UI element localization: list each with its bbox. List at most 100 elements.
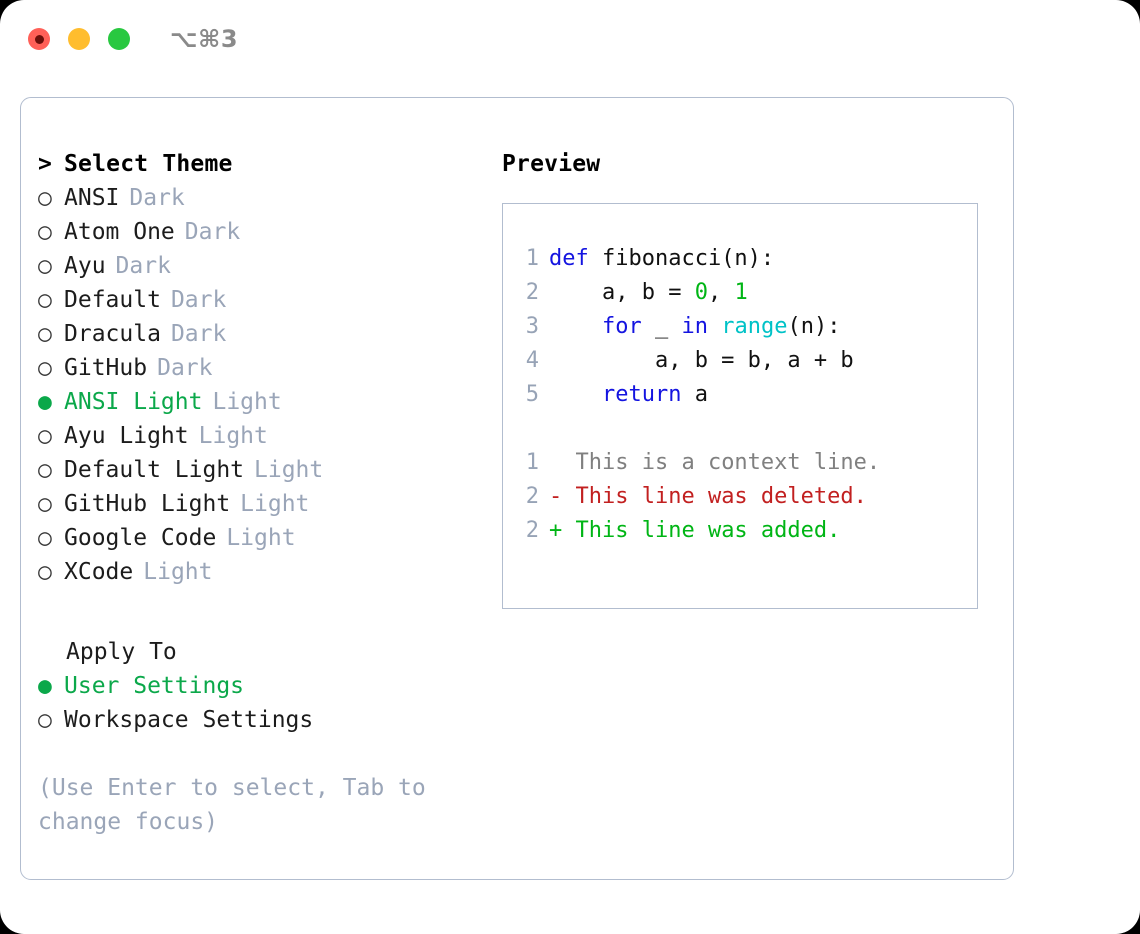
theme-name: GitHub Light [64,491,231,517]
radio-empty-icon[interactable]: ○ [38,423,52,449]
theme-list-item[interactable]: ○ Ayu Light Light [38,419,478,453]
theme-name: Dracula [64,321,161,347]
theme-list-item[interactable]: ○ Default Dark [38,283,478,317]
code-line: 3 for _ in range(n): [503,310,977,344]
code-token [549,382,602,407]
apply-to-list: ● User Settings ○ Workspace Settings [38,669,478,737]
code-token: 0 [694,280,708,305]
line-number: 4 [525,348,539,373]
theme-variant-tag: Dark [129,185,185,211]
minimize-button[interactable] [68,28,90,50]
line-number: 2 [525,484,539,509]
code-token: return [601,382,682,407]
line-number: 1 [525,246,539,271]
theme-name: ANSI [64,185,120,211]
theme-variant-tag: Light [254,457,324,483]
code-line: 4 a, b = b, a + b [503,344,977,378]
diff-line: 2+ This line was added. [503,514,977,548]
theme-name: ANSI Light [64,389,203,415]
theme-list-item[interactable]: ○ Default Light Light [38,453,478,487]
code-token: 1 [734,280,748,305]
hint-spacer [38,737,478,771]
theme-variant-tag: Light [198,423,268,449]
maximize-button[interactable] [108,28,130,50]
line-number: 2 [525,518,539,543]
theme-variant-tag: Dark [115,253,171,279]
preview-title: Preview [502,151,601,177]
radio-empty-icon[interactable]: ○ [38,355,52,381]
theme-name: Google Code [64,525,217,551]
prompt-caret: > [38,151,53,177]
code-token: fibonacci(n): [601,246,775,271]
line-number: 3 [525,314,539,339]
radio-empty-icon[interactable]: ○ [38,253,52,279]
code-token: , [707,280,735,305]
code-token: for [601,314,642,339]
close-button[interactable] [28,28,50,50]
diff-marker [549,450,562,475]
code-line: 2 a, b = 0, 1 [503,276,977,310]
theme-name: XCode [64,559,134,585]
theme-variant-tag: Dark [157,355,213,381]
code-token: range [721,314,788,339]
diff-line: 1 This is a context line. [503,446,977,480]
radio-empty-icon[interactable]: ○ [38,219,52,245]
code-token: a, b = b, a + b [549,348,854,373]
radio-empty-icon[interactable]: ○ [38,321,52,347]
radio-empty-icon[interactable]: ○ [38,457,52,483]
shortcut-label: ⌥⌘3 [170,25,239,53]
line-number: 2 [525,280,539,305]
apply-to-item[interactable]: ● User Settings [38,669,478,703]
apply-to-item[interactable]: ○ Workspace Settings [38,703,478,737]
page-title: > Select Theme [38,147,478,181]
radio-empty-icon[interactable]: ○ [38,559,52,585]
line-number: 1 [525,450,539,475]
theme-variant-tag: Light [226,525,296,551]
theme-variant-tag: Dark [170,287,227,313]
code-token: in [681,314,708,339]
diff-marker: + [549,518,563,543]
code-line: 5 return a [503,378,977,412]
keyboard-hint: (Use Enter to select, Tab to change focu… [38,775,426,835]
theme-list-item[interactable]: ○ Google Code Light [38,521,478,555]
diff-text: This is a context line. [562,450,881,475]
theme-name: Default Light [64,457,245,483]
radio-empty-icon[interactable]: ○ [38,491,52,517]
code-token: a, b = [549,280,695,305]
radio-selected-icon[interactable]: ● [38,389,52,415]
radio-empty-icon[interactable]: ○ [38,525,52,551]
apply-to-label: Apply To [66,639,177,665]
diff-sample: 1 This is a context line.2- This line wa… [503,446,977,548]
code-token [708,314,721,339]
theme-list-item[interactable]: ○ Atom One Dark [38,215,478,249]
radio-selected-icon[interactable]: ● [38,673,52,699]
theme-name: Default [64,287,161,313]
theme-list-item[interactable]: ○ GitHub Dark [38,351,478,385]
apply-to-label-text: Workspace Settings [64,707,314,733]
radio-empty-icon[interactable]: ○ [38,287,52,313]
list-spacer [38,589,478,635]
theme-variant-tag: Dark [184,219,241,245]
code-token [549,314,602,339]
theme-name: Ayu Light [64,423,189,449]
radio-empty-icon[interactable]: ○ [38,185,52,211]
radio-empty-icon[interactable]: ○ [38,707,52,733]
theme-name: GitHub [64,355,148,381]
apply-to-label-text: User Settings [64,673,245,699]
page-title-label: Select Theme [64,151,233,177]
theme-list-item[interactable]: ○ ANSI Dark [38,181,478,215]
theme-name: Atom One [64,219,175,245]
